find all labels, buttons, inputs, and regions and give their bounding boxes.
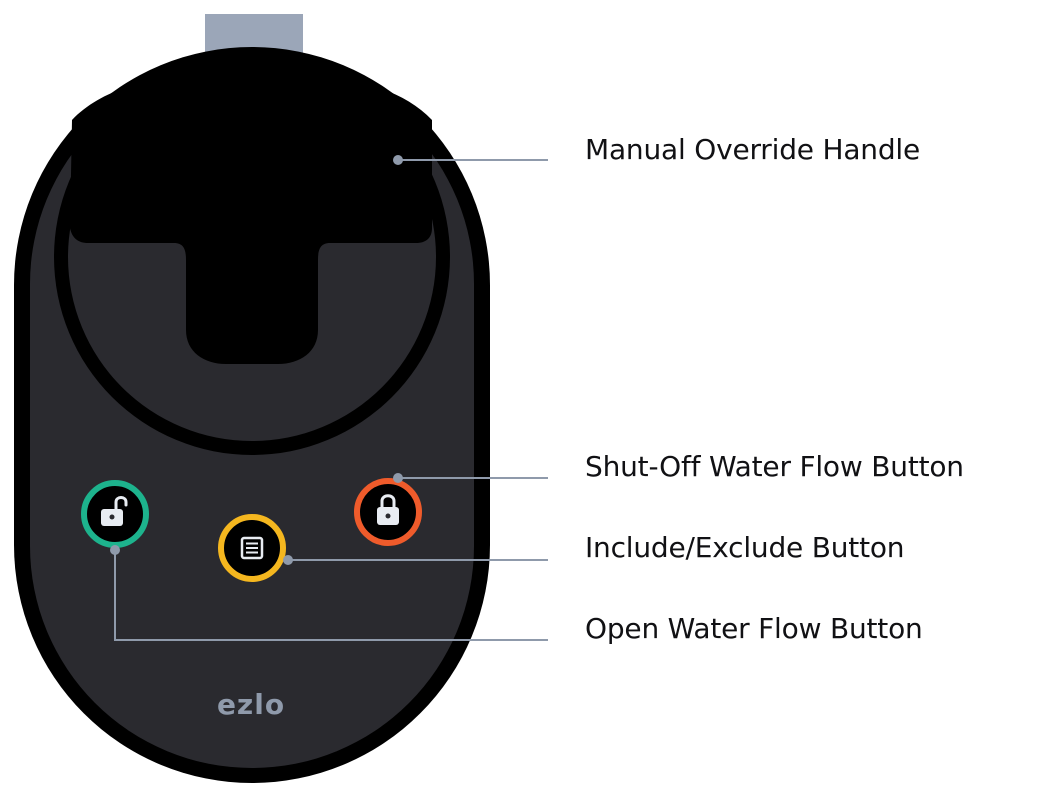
- shut-off-water-flow-button[interactable]: [354, 478, 422, 546]
- shut-off-water-flow-button-label: Shut-Off Water Flow Button: [585, 450, 964, 483]
- open-water-flow-button-label: Open Water Flow Button: [585, 612, 923, 645]
- leader-dots: [110, 155, 403, 565]
- leader-dot-manual-override: [393, 155, 403, 165]
- manual-override-handle[interactable]: [70, 72, 432, 364]
- include-exclude-button-label: Include/Exclude Button: [585, 531, 905, 564]
- lock-icon: [377, 494, 399, 525]
- list-icon: [240, 536, 264, 560]
- leader-lines: [114, 159, 548, 641]
- leader-open: [114, 550, 548, 641]
- leader-dot-include-exclude: [283, 555, 293, 565]
- manual-override-handle-label: Manual Override Handle: [585, 133, 921, 166]
- unlock-icon: [101, 496, 128, 526]
- include-exclude-button[interactable]: [218, 514, 286, 582]
- leader-dot-open: [110, 545, 120, 555]
- open-water-flow-button[interactable]: [81, 480, 149, 548]
- leader-dot-shut-off: [393, 473, 403, 483]
- brand-logo: ezlo: [217, 688, 285, 721]
